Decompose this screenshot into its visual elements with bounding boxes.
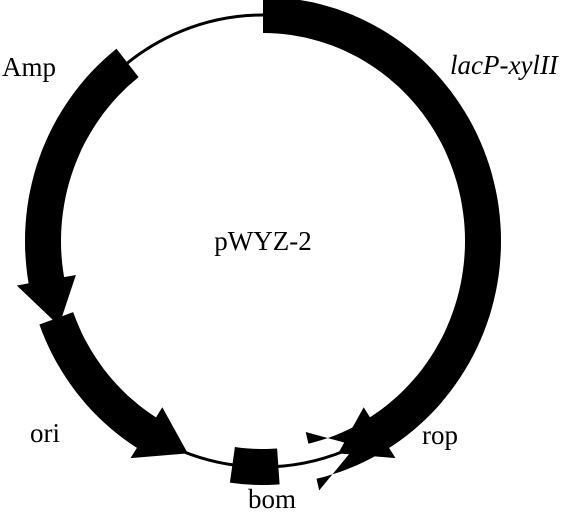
- feature-arrow-lacp-xylii: [263, 0, 501, 459]
- plasmid-name: pWYZ-2: [214, 226, 311, 256]
- feature-arrow-rop: [305, 377, 443, 491]
- feature-arrow-ori: [39, 312, 188, 459]
- label-amp: Amp: [2, 52, 56, 82]
- label-bom: bom: [248, 484, 296, 514]
- label-rop: rop: [422, 420, 458, 450]
- feature-block-bom: [229, 447, 280, 485]
- label-ori: ori: [30, 418, 60, 448]
- label-lacp-xylii: lacP-xylII: [450, 50, 560, 80]
- feature-arrow-amp: [16, 48, 139, 326]
